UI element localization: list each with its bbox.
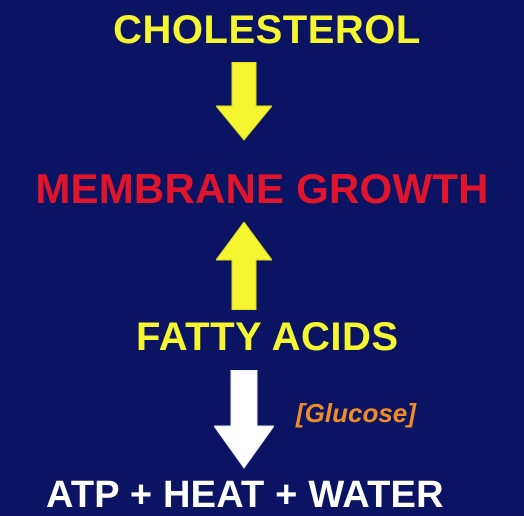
node-fatty-acids: FATTY ACIDS bbox=[136, 315, 399, 359]
node-cholesterol: CHOLESTEROL bbox=[113, 8, 421, 52]
arrow-up-fatty-acids-to-membrane-icon bbox=[216, 222, 272, 310]
node-atp-heat-water: ATP + HEAT + WATER bbox=[46, 474, 444, 516]
node-membrane-growth: MEMBRANE GROWTH bbox=[35, 165, 489, 212]
edge-label-glucose: [Glucose] bbox=[296, 398, 416, 428]
arrow-down-cholesterol-to-membrane-icon bbox=[216, 62, 272, 141]
arrow-down-fatty-acids-to-products-icon bbox=[214, 370, 274, 469]
